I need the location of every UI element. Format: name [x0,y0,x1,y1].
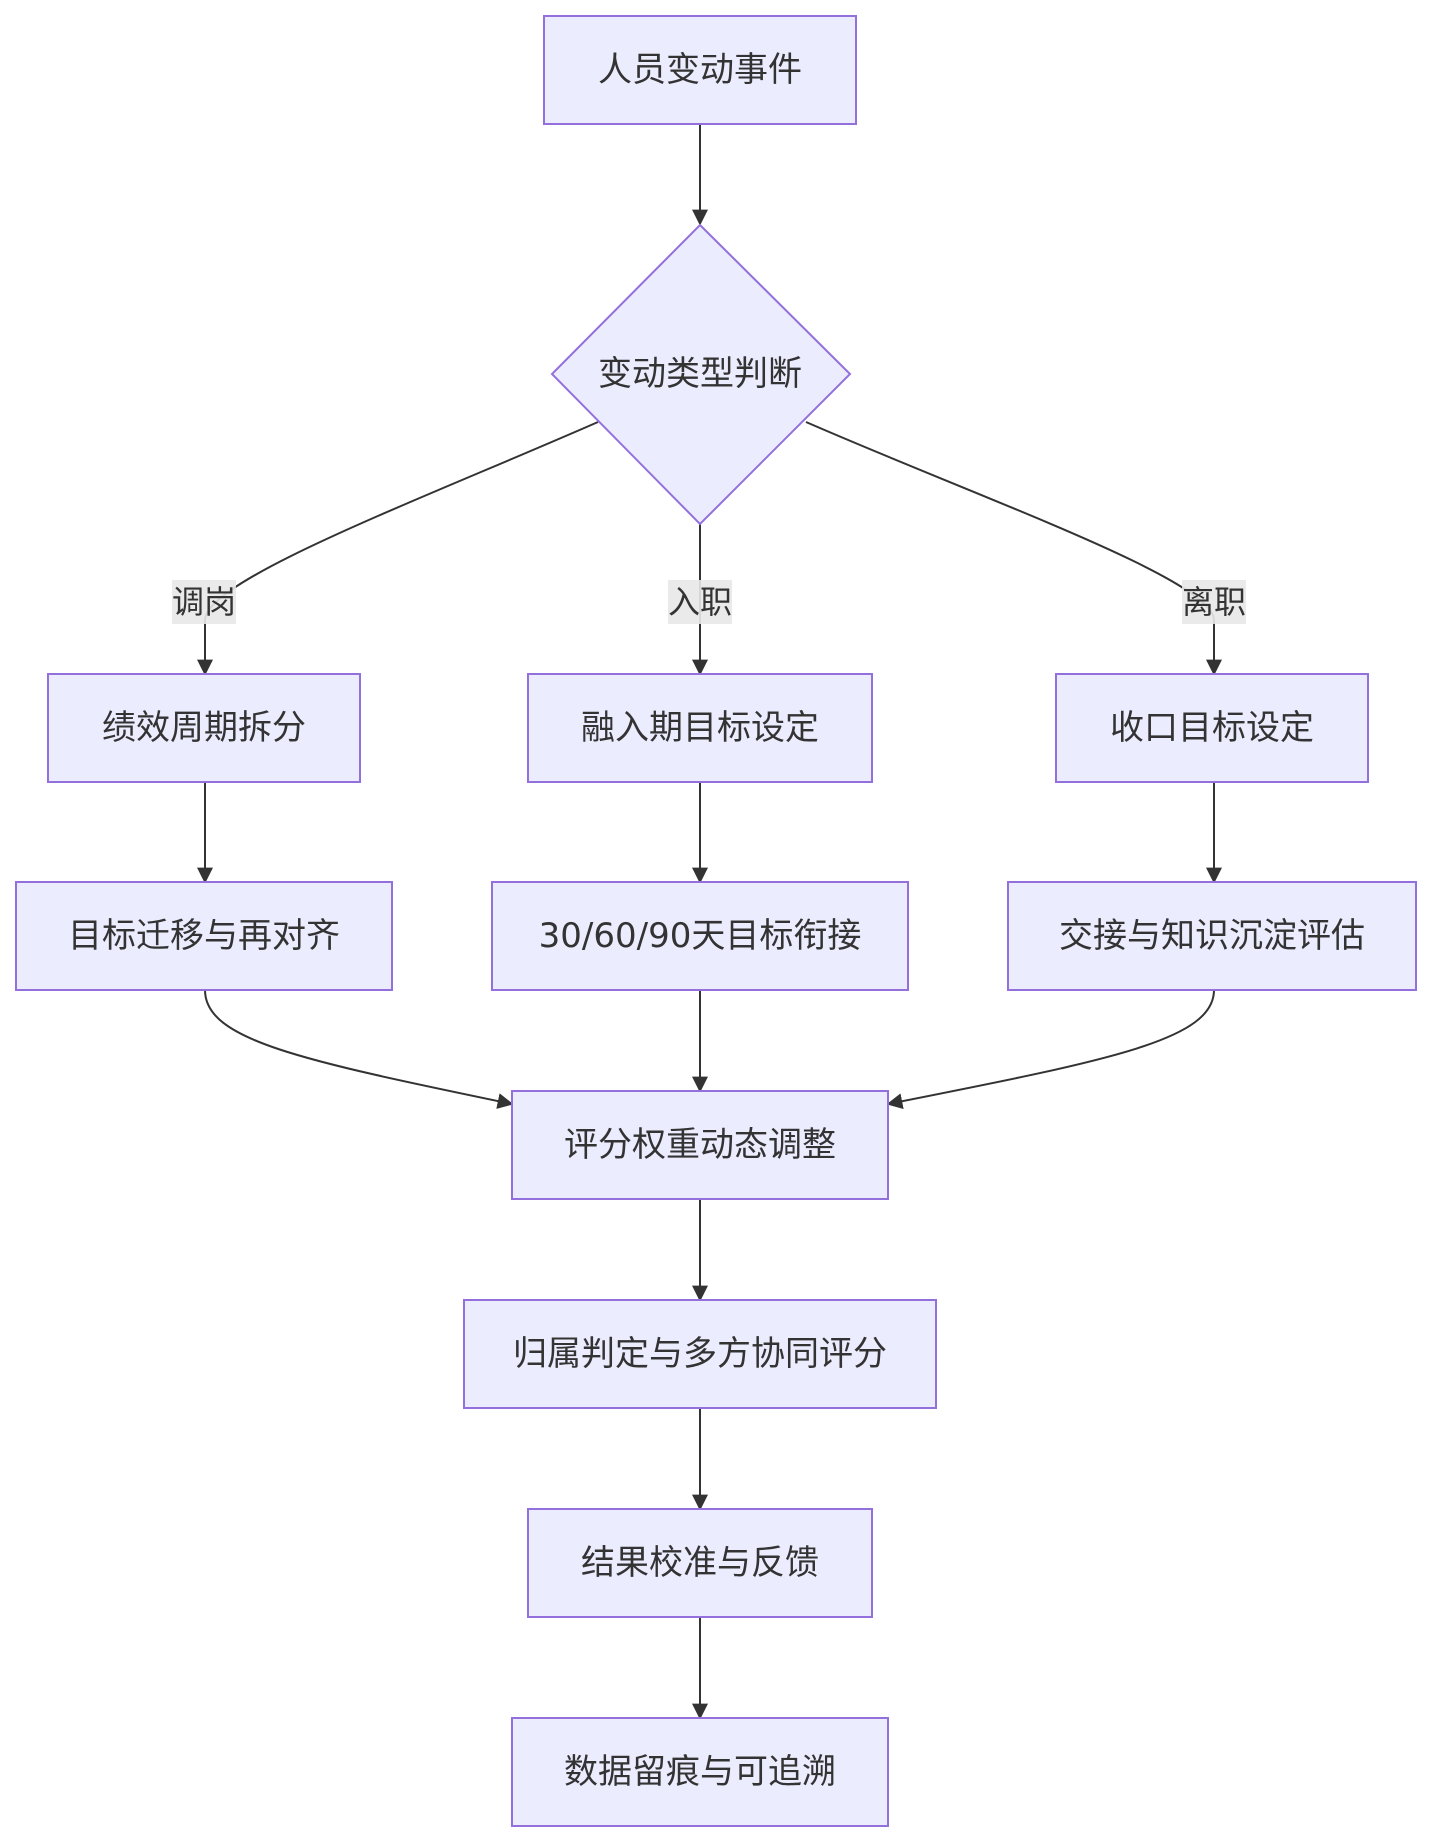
svg-text:评分权重动态调整: 评分权重动态调整 [564,1125,836,1165]
node-trace: 数据留痕与可追溯 [511,1717,889,1827]
svg-text:数据留痕与可追溯: 数据留痕与可追溯 [564,1752,836,1792]
edge-decision-to-exit-goal [805,421,1222,676]
node-attribution: 归属判定与多方协同评分 [463,1299,937,1409]
svg-text:归属判定与多方协同评分: 归属判定与多方协同评分 [513,1334,887,1374]
svg-text:融入期目标设定: 融入期目标设定 [581,708,819,748]
edge-migrate-to-weight [204,989,514,1109]
svg-text:人员变动事件: 人员变动事件 [598,50,802,90]
svg-text:收口目标设定: 收口目标设定 [1110,708,1314,748]
node-weight: 评分权重动态调整 [511,1090,889,1200]
svg-text:绩效周期拆分: 绩效周期拆分 [102,708,306,748]
svg-text:离职: 离职 [1182,583,1246,621]
node-onboard-goal: 融入期目标设定 [527,673,873,783]
svg-text:30/60/90天目标衔接: 30/60/90天目标衔接 [539,916,862,956]
svg-text:目标迁移与再对齐: 目标迁移与再对齐 [68,916,340,956]
node-start: 人员变动事件 [543,15,857,125]
node-handover: 交接与知识沉淀评估 [1007,881,1417,991]
edge-decision-to-split [197,421,599,676]
node-exit-goal: 收口目标设定 [1055,673,1369,783]
node-split: 绩效周期拆分 [47,673,361,783]
svg-text:交接与知识沉淀评估: 交接与知识沉淀评估 [1059,916,1365,956]
node-calibration: 结果校准与反馈 [527,1508,873,1618]
svg-text:变动类型判断: 变动类型判断 [598,354,802,394]
edge-label-onboard: 入职 [668,580,732,624]
svg-text:入职: 入职 [668,583,732,621]
edge-label-transfer: 调岗 [172,580,236,624]
node-bridge: 30/60/90天目标衔接 [491,881,909,991]
svg-text:调岗: 调岗 [172,583,236,621]
edge-label-leave: 离职 [1182,580,1246,624]
node-migrate: 目标迁移与再对齐 [15,881,393,991]
node-decision: 变动类型判断 [550,223,852,526]
edge-handover-to-weight [886,989,1215,1110]
svg-text:结果校准与反馈: 结果校准与反馈 [581,1543,819,1583]
